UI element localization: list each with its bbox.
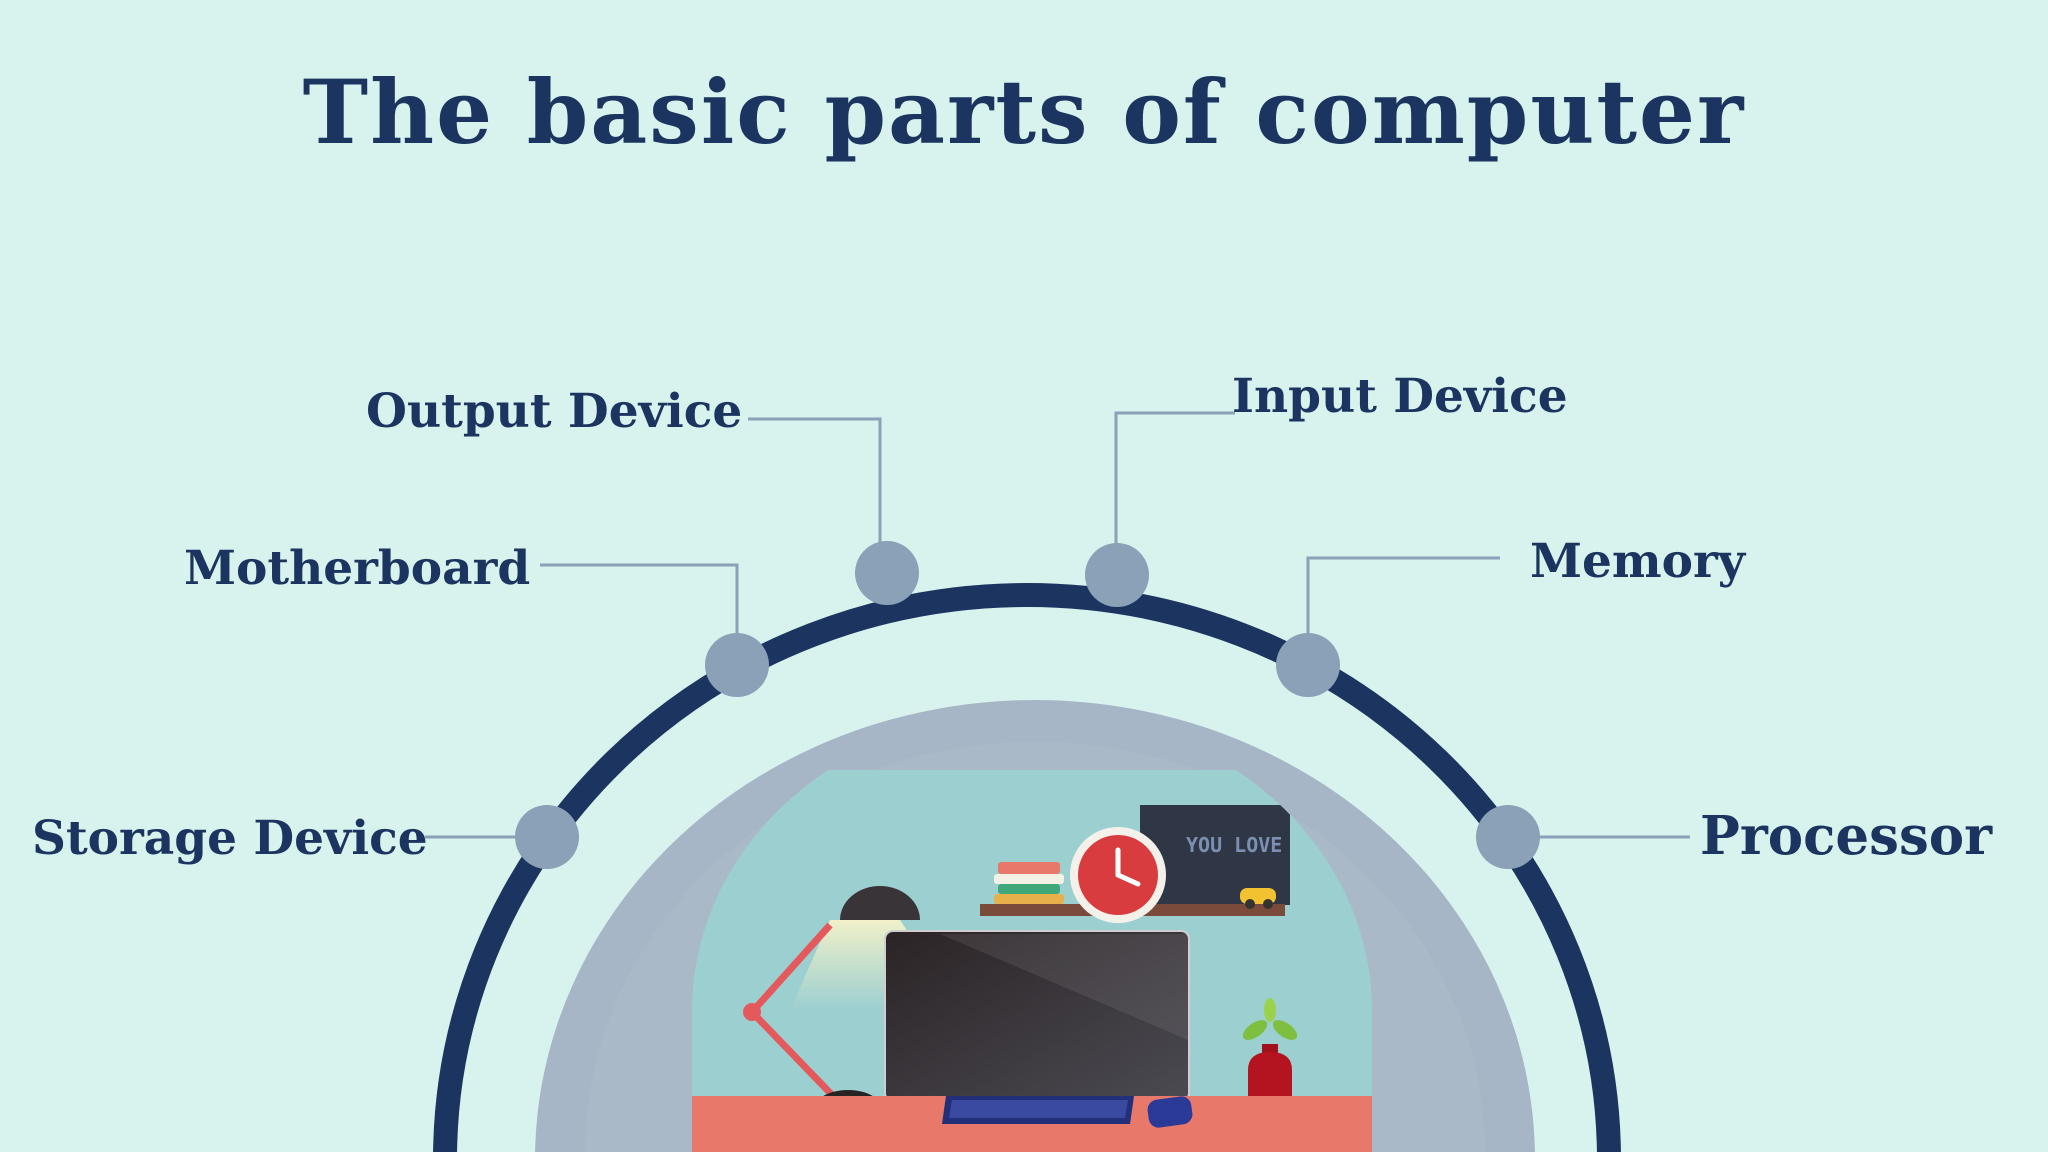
label-storage-device: Storage Device xyxy=(32,811,428,866)
label-memory: Memory xyxy=(1530,534,1746,589)
node-motherboard xyxy=(705,633,769,697)
node-memory xyxy=(1276,633,1340,697)
poster-text: YOU LOVE xyxy=(1186,833,1282,857)
mouse-icon xyxy=(1147,1096,1193,1128)
node-storage-device xyxy=(515,805,579,869)
label-motherboard: Motherboard xyxy=(184,541,531,596)
label-input-device: Input Device xyxy=(1232,369,1568,424)
connector-lines xyxy=(425,411,1690,839)
connector-input xyxy=(1114,411,1235,566)
slide-title: The basic parts of computer xyxy=(302,60,1746,164)
connector-motherboard xyxy=(540,563,739,660)
monitor-icon xyxy=(884,930,1190,1144)
connector-output xyxy=(748,417,882,565)
node-processor xyxy=(1476,805,1540,869)
diagram-nodes xyxy=(515,541,1540,869)
label-processor: Processor xyxy=(1700,805,1993,867)
node-output-device xyxy=(855,541,919,605)
node-input-device xyxy=(1085,543,1149,607)
label-output-device: Output Device xyxy=(366,384,743,439)
connector-memory xyxy=(1306,556,1500,660)
desk-illustration: YOU LOVE xyxy=(692,770,1372,1152)
main-arc xyxy=(433,583,1621,1152)
